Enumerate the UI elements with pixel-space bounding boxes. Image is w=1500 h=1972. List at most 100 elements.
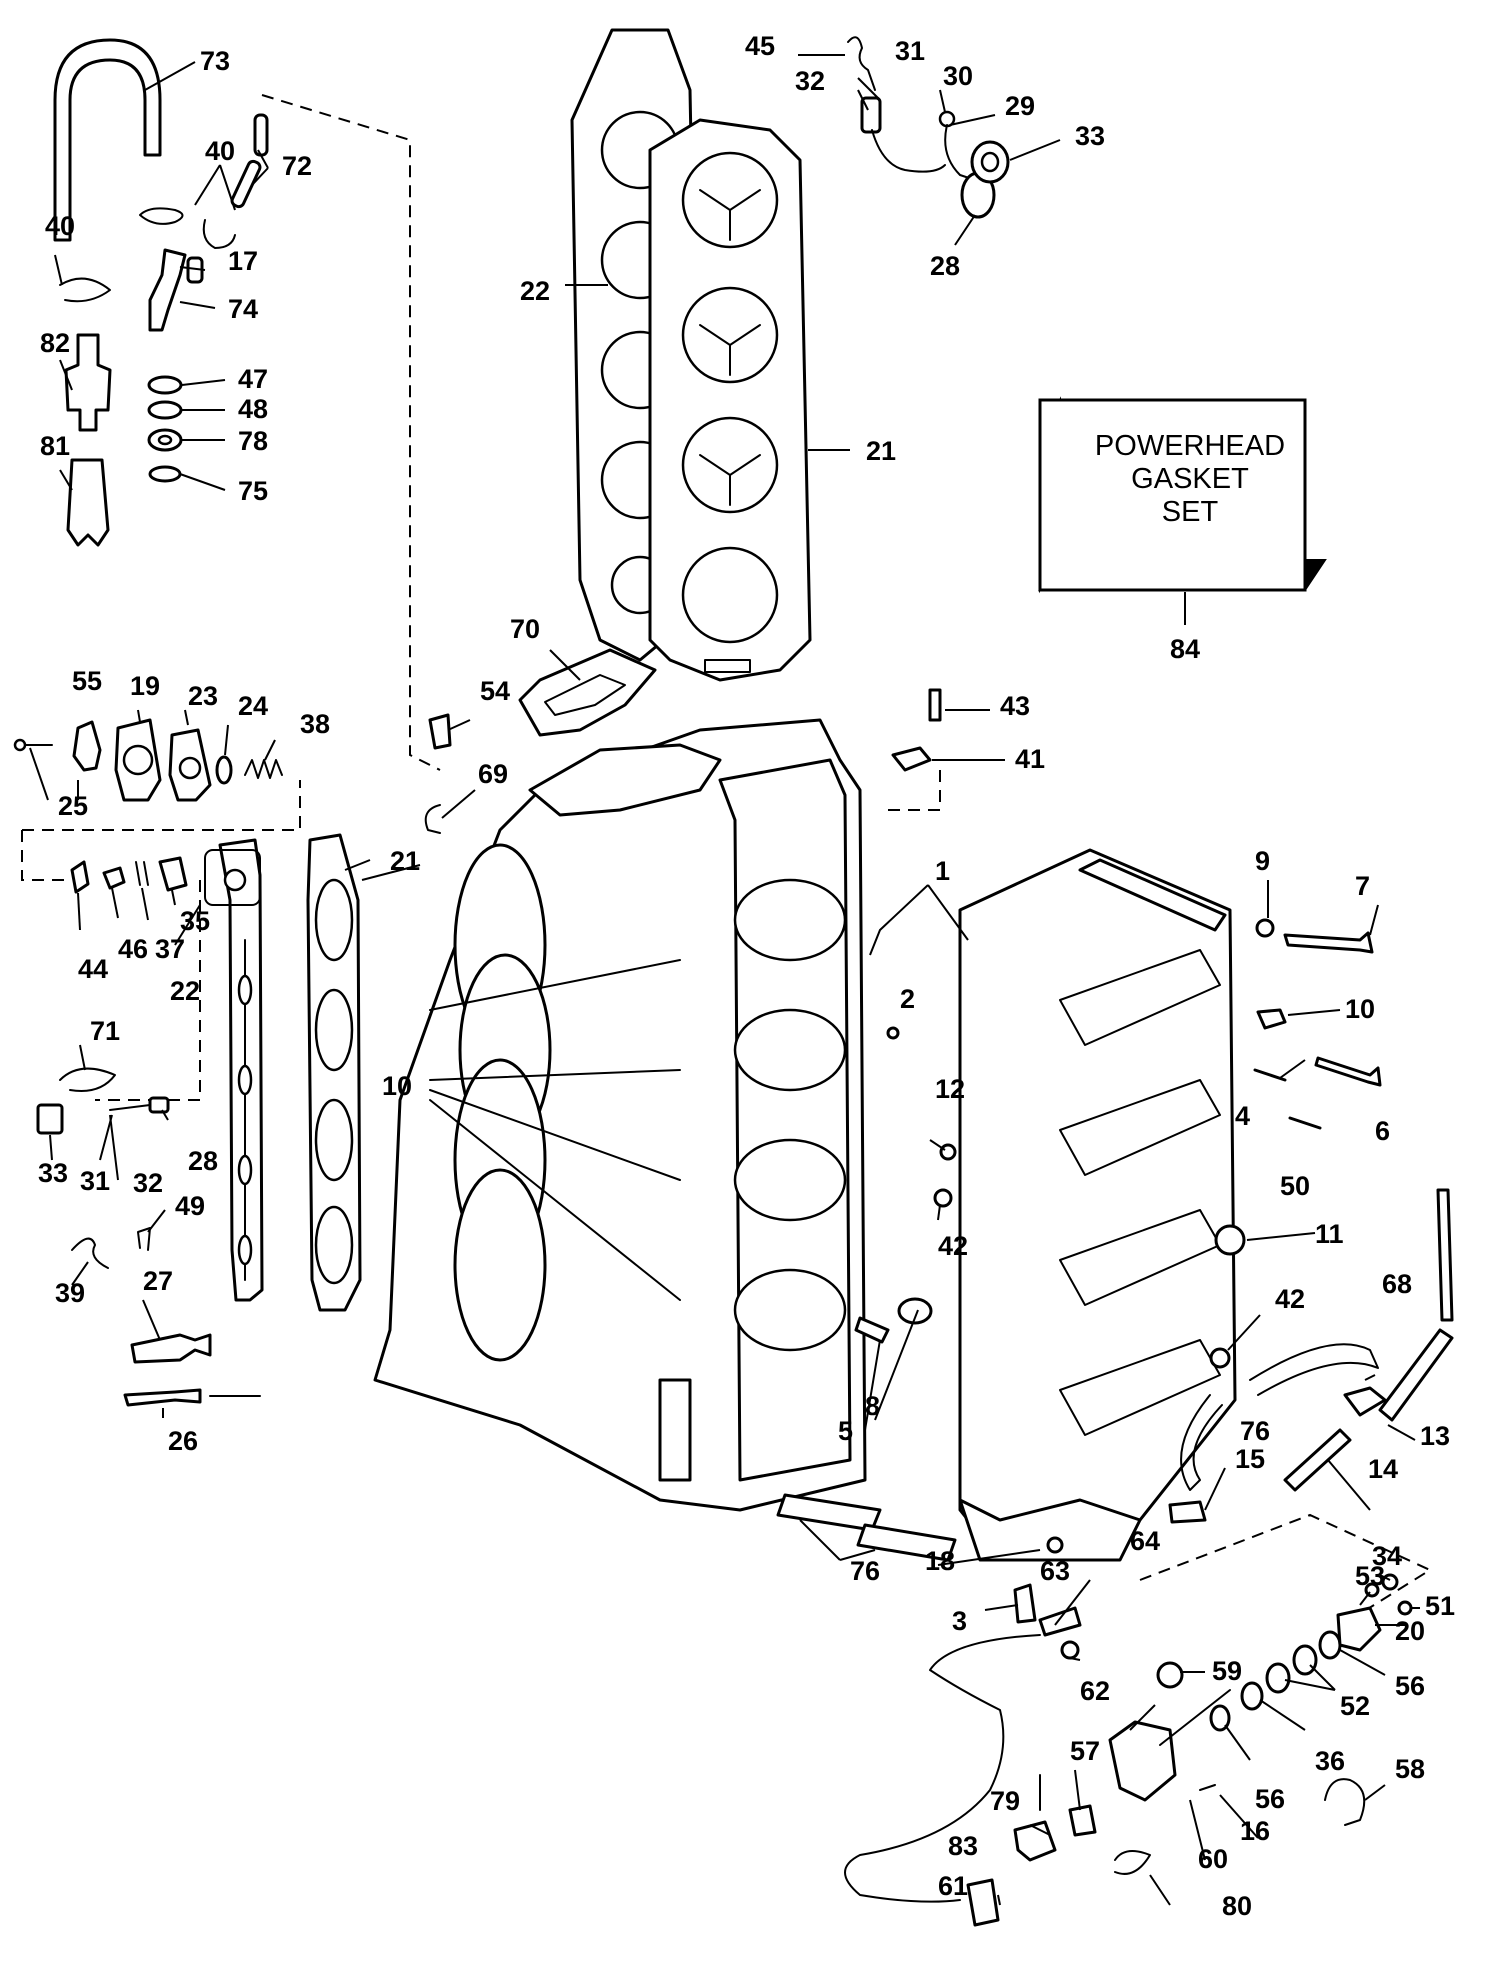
seal-44 <box>70 860 90 894</box>
callout-30: 30 <box>943 61 973 91</box>
dashed-line-sensor <box>95 880 201 1101</box>
bracket-60 <box>1108 1720 1177 1802</box>
callout-16: 16 <box>1240 1816 1270 1846</box>
callout-63: 63 <box>1040 1556 1070 1586</box>
callout-33b: 33 <box>38 1158 68 1188</box>
callout-56b: 56 <box>1255 1784 1285 1814</box>
callout-5: 5 <box>838 1416 853 1446</box>
callout-23: 23 <box>188 681 218 711</box>
callout-32a: 32 <box>795 66 825 96</box>
plug-33 <box>36 1103 64 1135</box>
fitting-42-right <box>1209 1347 1231 1369</box>
washer-47 <box>147 375 183 395</box>
callout-78: 78 <box>238 426 268 456</box>
callout-45: 45 <box>745 31 775 61</box>
callout-21a: 21 <box>866 436 896 466</box>
callout-47: 47 <box>238 364 268 394</box>
callout-58: 58 <box>1395 1754 1425 1784</box>
leader-lines-10 <box>429 959 681 1301</box>
strap-71 <box>59 1067 116 1092</box>
washer-36 <box>1240 1681 1264 1711</box>
reed-port-2 <box>1059 1079 1221 1176</box>
fitting-group-top-left <box>53 38 269 547</box>
callout-62: 62 <box>1080 1676 1110 1706</box>
valve-46 <box>102 866 126 890</box>
wire-harness <box>844 1634 1041 1903</box>
callout-53: 53 <box>1355 1561 1385 1591</box>
washer-8 <box>897 1297 933 1325</box>
clip-69 <box>424 804 441 834</box>
callout-10b: 10 <box>1345 994 1375 1024</box>
callout-48: 48 <box>238 394 268 424</box>
head-gasket-21-top <box>648 118 812 682</box>
callout-76a: 76 <box>1240 1416 1270 1446</box>
callout-54: 54 <box>480 676 510 706</box>
callout-24: 24 <box>238 691 268 721</box>
fitting-74 <box>148 248 187 332</box>
callout-7: 7 <box>1355 871 1370 901</box>
callout-60: 60 <box>1198 1844 1228 1874</box>
callout-36: 36 <box>1315 1746 1345 1776</box>
callout-37: 37 <box>155 934 185 964</box>
hose-68 <box>1378 1328 1454 1422</box>
clip-58 <box>1324 1778 1366 1826</box>
callout-labels: 1234567891010111213141516171819202121222… <box>38 31 1455 1921</box>
fitting-54 <box>428 713 452 750</box>
oring-24 <box>215 755 233 785</box>
callout-15: 15 <box>1235 1444 1265 1474</box>
right-small-parts <box>776 688 1454 1927</box>
reed-port-1 <box>1059 949 1221 1046</box>
callout-39: 39 <box>55 1278 85 1308</box>
block-tab <box>658 1378 692 1482</box>
block-top-parts <box>424 713 900 1040</box>
callout-18: 18 <box>925 1546 955 1576</box>
callout-22a: 22 <box>520 276 550 306</box>
cylinder-block <box>373 718 867 1512</box>
plug-63 <box>1046 1536 1064 1554</box>
pin-4 <box>1253 1068 1287 1082</box>
water-valve-group <box>13 718 283 802</box>
callout-21b: 21 <box>390 846 420 876</box>
callout-35: 35 <box>180 906 210 936</box>
dashed-line-clamp <box>880 770 941 811</box>
callout-56a: 56 <box>1395 1671 1425 1701</box>
hose-76-upper <box>1249 1343 1379 1396</box>
callout-73: 73 <box>200 46 230 76</box>
callout-12: 12 <box>935 1074 965 1104</box>
callout-22b: 22 <box>170 976 200 1006</box>
reed-port-4 <box>1059 1339 1221 1436</box>
switch-61 <box>966 1878 1000 1927</box>
clamp-40-upper <box>139 207 184 225</box>
callout-57: 57 <box>1070 1736 1100 1766</box>
sender-28-left <box>148 1096 170 1114</box>
callout-31b: 31 <box>80 1166 110 1196</box>
callout-68: 68 <box>1382 1269 1412 1299</box>
washer-56-lower <box>1209 1704 1231 1732</box>
callout-64: 64 <box>1130 1526 1160 1556</box>
bolt-6 <box>1314 1056 1382 1087</box>
spring-38 <box>244 759 283 779</box>
clamp-41 <box>891 746 932 772</box>
hose-73 <box>53 38 162 242</box>
washer-62 <box>1060 1640 1080 1660</box>
kit-box-line-2: GASKET <box>1131 463 1249 495</box>
dashed-assembly-lines <box>21 94 1433 1621</box>
crankcase-half <box>958 848 1237 1562</box>
oring-75 <box>148 465 182 483</box>
callout-13: 13 <box>1420 1421 1450 1451</box>
callout-55: 55 <box>72 666 102 696</box>
plug-12 <box>939 1143 957 1161</box>
callout-33a: 33 <box>1075 121 1105 151</box>
clip-39 <box>71 1237 109 1269</box>
washer-9 <box>1255 918 1275 938</box>
callout-59: 59 <box>1212 1656 1242 1686</box>
fitting-42-left <box>933 1188 953 1208</box>
callout-20: 20 <box>1395 1616 1425 1646</box>
callout-42b: 42 <box>1275 1284 1305 1314</box>
callout-4: 4 <box>1235 1101 1250 1131</box>
hose-14 <box>1283 1428 1352 1492</box>
hose-72-a <box>253 113 269 157</box>
clamp-40-lower <box>59 277 111 303</box>
leader-lines <box>29 54 1420 1906</box>
